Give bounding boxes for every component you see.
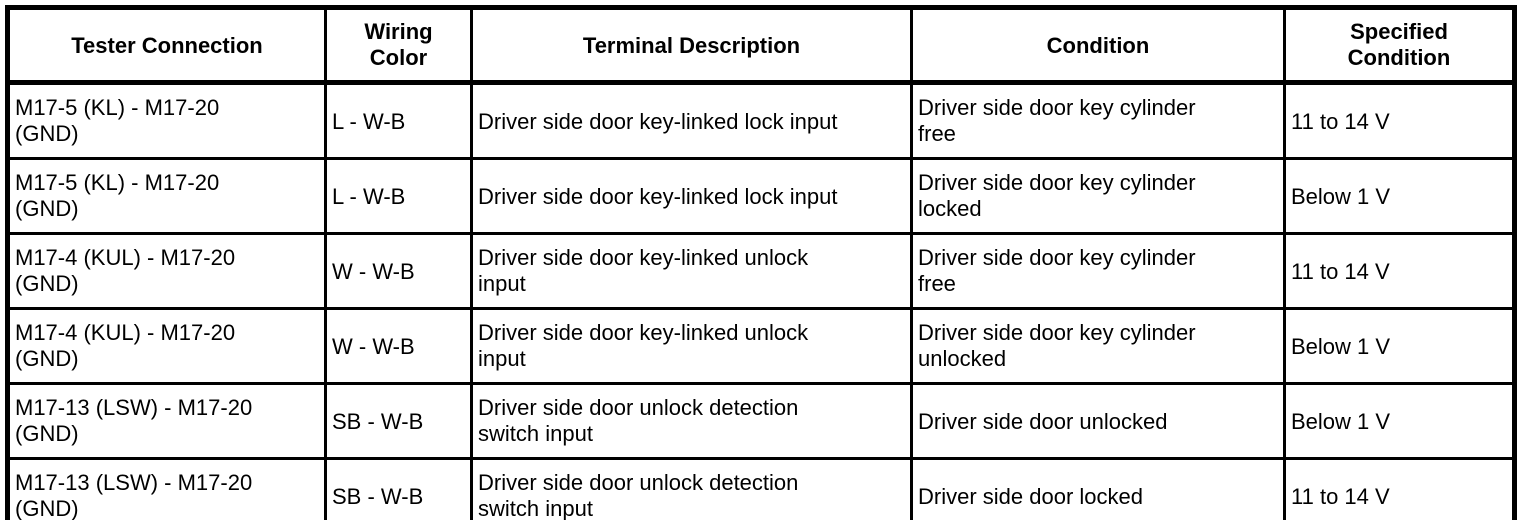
cell-text: M17-4 (KUL) - M17-20 (GND)	[15, 245, 236, 296]
cell-specified-condition: Below 1 V	[1283, 307, 1516, 385]
cell-terminal-description: Driver side door key-linked lock input	[470, 81, 913, 160]
table-body: M17-5 (KL) - M17-20 (GND) L - W-B Driver…	[6, 81, 1516, 520]
cell-terminal-description: Driver side door key-linked unlock input	[470, 307, 913, 385]
cell-text: Driver side door key-linked unlock input	[478, 320, 809, 371]
cell-tester-connection: M17-4 (KUL) - M17-20 (GND)	[6, 232, 327, 310]
table-row: M17-4 (KUL) - M17-20 (GND) W - W-B Drive…	[6, 232, 1516, 310]
table-header: Tester Connection Wiring Color Terminal …	[6, 6, 1516, 85]
table-row: M17-13 (LSW) - M17-20 (GND) SB - W-B Dri…	[6, 457, 1516, 520]
cell-tester-connection: M17-13 (LSW) - M17-20 (GND)	[6, 382, 327, 460]
cell-text: L - W-B	[332, 183, 406, 209]
cell-specified-condition: Below 1 V	[1283, 382, 1516, 460]
table-row: M17-4 (KUL) - M17-20 (GND) W - W-B Drive…	[6, 307, 1516, 385]
cell-text: Driver side door key cylinder free	[918, 245, 1196, 296]
cell-condition: Driver side door key cylinder locked	[910, 157, 1286, 235]
cell-terminal-description: Driver side door unlock detection switch…	[470, 382, 913, 460]
cell-tester-connection: M17-4 (KUL) - M17-20 (GND)	[6, 307, 327, 385]
column-header-terminal-description: Terminal Description	[470, 6, 913, 85]
cell-specified-condition: 11 to 14 V	[1283, 81, 1516, 160]
cell-wiring-color: W - W-B	[324, 232, 473, 310]
cell-text: W - W-B	[332, 333, 415, 359]
column-header-label: Wiring Color	[364, 19, 433, 70]
header-row: Tester Connection Wiring Color Terminal …	[6, 6, 1516, 85]
cell-text: 11 to 14 V	[1291, 483, 1390, 509]
cell-terminal-description: Driver side door key-linked unlock input	[470, 232, 913, 310]
column-header-label: Specified Condition	[1347, 19, 1451, 70]
cell-tester-connection: M17-13 (LSW) - M17-20 (GND)	[6, 457, 327, 520]
cell-specified-condition: 11 to 14 V	[1283, 232, 1516, 310]
cell-text: Below 1 V	[1291, 333, 1391, 359]
cell-condition: Driver side door locked	[910, 457, 1286, 520]
cell-text: Driver side door key-linked unlock input	[478, 245, 809, 296]
cell-wiring-color: L - W-B	[324, 81, 473, 160]
table-row: M17-13 (LSW) - M17-20 (GND) SB - W-B Dri…	[6, 382, 1516, 460]
column-header-specified-condition: Specified Condition	[1283, 6, 1516, 85]
cell-text: Driver side door key-linked lock input	[478, 183, 838, 209]
cell-condition: Driver side door unlocked	[910, 382, 1286, 460]
cell-text: L - W-B	[332, 108, 406, 134]
table-row: M17-5 (KL) - M17-20 (GND) L - W-B Driver…	[6, 157, 1516, 235]
column-header-label: Condition	[1046, 32, 1150, 58]
cell-text: Below 1 V	[1291, 183, 1391, 209]
terminal-diagnostic-table: Tester Connection Wiring Color Terminal …	[5, 5, 1517, 520]
column-header-wiring-color: Wiring Color	[324, 6, 473, 85]
cell-text: Driver side door key cylinder free	[918, 95, 1196, 146]
cell-tester-connection: M17-5 (KL) - M17-20 (GND)	[6, 157, 327, 235]
cell-specified-condition: Below 1 V	[1283, 157, 1516, 235]
cell-terminal-description: Driver side door key-linked lock input	[470, 157, 913, 235]
column-header-label: Terminal Description	[582, 32, 801, 58]
cell-wiring-color: SB - W-B	[324, 457, 473, 520]
cell-tester-connection: M17-5 (KL) - M17-20 (GND)	[6, 81, 327, 160]
cell-condition: Driver side door key cylinder free	[910, 81, 1286, 160]
cell-text: M17-5 (KL) - M17-20 (GND)	[15, 170, 220, 221]
cell-text: Driver side door locked	[918, 483, 1143, 509]
cell-text: 11 to 14 V	[1291, 258, 1390, 284]
cell-text: M17-13 (LSW) - M17-20 (GND)	[15, 395, 253, 446]
cell-text: Driver side door key cylinder locked	[918, 170, 1196, 221]
cell-text: M17-5 (KL) - M17-20 (GND)	[15, 95, 220, 146]
cell-wiring-color: W - W-B	[324, 307, 473, 385]
column-header-condition: Condition	[910, 6, 1286, 85]
cell-text: M17-4 (KUL) - M17-20 (GND)	[15, 320, 236, 371]
cell-wiring-color: L - W-B	[324, 157, 473, 235]
cell-text: Driver side door unlock detection switch…	[478, 395, 799, 446]
cell-text: Below 1 V	[1291, 408, 1391, 434]
cell-text: Driver side door unlock detection switch…	[478, 470, 799, 520]
cell-condition: Driver side door key cylinder free	[910, 232, 1286, 310]
cell-text: M17-13 (LSW) - M17-20 (GND)	[15, 470, 253, 520]
cell-text: Driver side door unlocked	[918, 408, 1168, 434]
cell-wiring-color: SB - W-B	[324, 382, 473, 460]
cell-text: W - W-B	[332, 258, 415, 284]
cell-specified-condition: 11 to 14 V	[1283, 457, 1516, 520]
table-row: M17-5 (KL) - M17-20 (GND) L - W-B Driver…	[6, 81, 1516, 160]
cell-text: SB - W-B	[332, 483, 424, 509]
cell-text: 11 to 14 V	[1291, 108, 1390, 134]
cell-terminal-description: Driver side door unlock detection switch…	[470, 457, 913, 520]
cell-text: Driver side door key cylinder unlocked	[918, 320, 1196, 371]
column-header-tester-connection: Tester Connection	[6, 6, 327, 85]
cell-text: Driver side door key-linked lock input	[478, 108, 838, 134]
cell-condition: Driver side door key cylinder unlocked	[910, 307, 1286, 385]
cell-text: SB - W-B	[332, 408, 424, 434]
column-header-label: Tester Connection	[71, 32, 263, 58]
